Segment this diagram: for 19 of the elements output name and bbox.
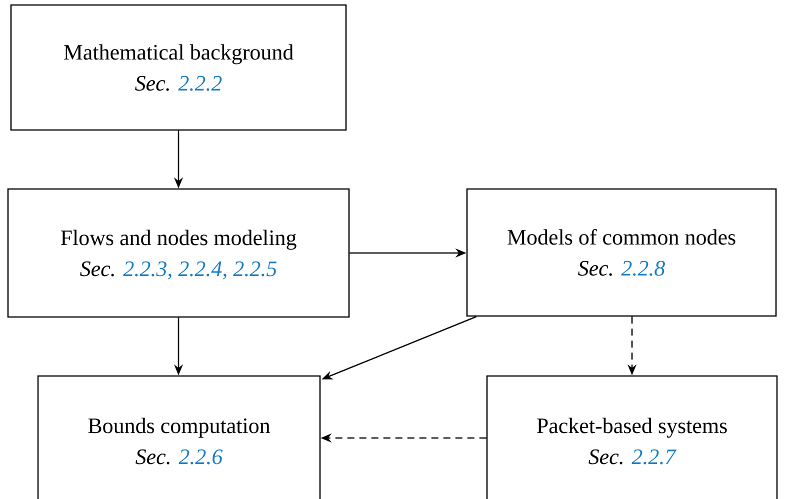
section-reference: Sec. 2.2.8 [578, 260, 665, 276]
section-box [7, 188, 350, 318]
node-label: Sec. [80, 261, 114, 276]
node-label: 2.2.5 [233, 261, 277, 276]
box-title: Packet-based systems [537, 418, 727, 438]
section-reference: Sec. 2.2.6 [136, 449, 223, 464]
section-box [486, 375, 778, 499]
box-title: Models of common nodes [508, 229, 736, 245]
section-box [466, 188, 777, 317]
node-label: 2.2.4, [178, 261, 226, 280]
section-reference: Sec. 2.2.7 [588, 449, 676, 464]
section-box [37, 375, 321, 499]
box-title: Mathematical background [64, 44, 294, 64]
box-title: Bounds computation [88, 418, 270, 438]
section-box [10, 4, 347, 131]
box-title: Flows and nodes modeling [60, 230, 296, 250]
node-label: 2.2.3, [123, 261, 172, 280]
section-reference: Sec. 2.2.2 [135, 76, 222, 91]
section-reference: Sec. 2.2.3, 2.2.4, 2.2.5 [80, 261, 277, 280]
